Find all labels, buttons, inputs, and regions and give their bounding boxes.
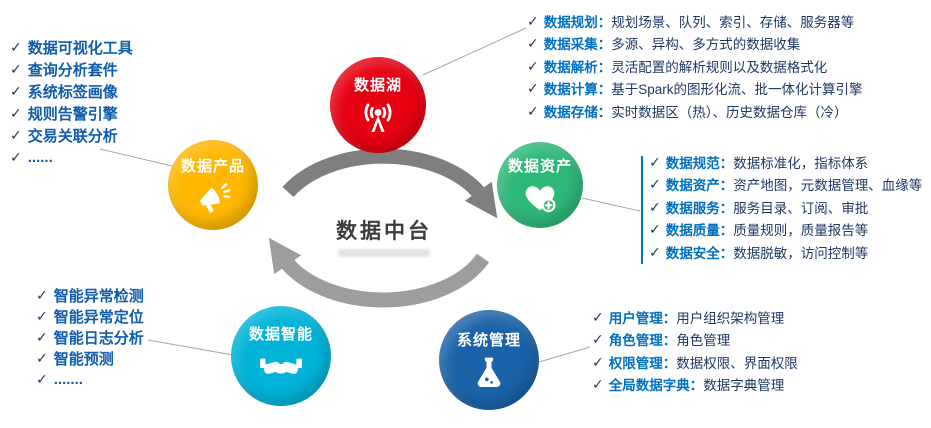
- detail-item: ✓数据服务：服务目录、订阅、审批: [649, 198, 869, 216]
- check-icon: ✓: [649, 221, 661, 238]
- detail-item: ✓数据规划：规划场景、队列、索引、存储、服务器等: [527, 12, 855, 30]
- detail-item: ✓数据存储：实时数据区（热）、历史数据仓库（冷）: [527, 102, 848, 120]
- check-icon: ✓: [10, 126, 22, 143]
- colon: ：: [662, 333, 677, 349]
- data-product-feature-list: ✓数据可视化工具 ✓查询分析套件 ✓系统标签画像 ✓规则告警引擎 ✓交易关联分析…: [10, 36, 133, 168]
- check-icon: ✓: [592, 308, 604, 325]
- check-icon: ✓: [10, 60, 22, 77]
- cycle-arrow-top: [282, 148, 498, 219]
- check-icon: ✓: [10, 82, 22, 99]
- feature-item: ✓系统标签画像: [10, 82, 118, 101]
- detail-item: ✓角色管理：角色管理: [592, 331, 731, 349]
- asset-list-bracket: [641, 156, 643, 264]
- detail-item: ✓全局数据字典：数据字典管理: [592, 376, 785, 394]
- heart-plus-icon: [525, 185, 556, 212]
- node-label: 系统管理: [456, 331, 521, 349]
- check-icon: ✓: [36, 308, 48, 324]
- detail-item: ✓数据采集：多源、异构、多方式的数据收集: [527, 35, 801, 53]
- data-asset-detail-list: ✓数据规范：数据标准化，指标体系 ✓数据资产：资产地图，元数据管理、血缘等 ✓数…: [649, 151, 922, 264]
- colon: ：: [597, 104, 612, 120]
- feature-item: ✓数据可视化工具: [10, 38, 133, 57]
- check-icon: ✓: [10, 148, 22, 165]
- detail-item: ✓数据解析：灵活配置的解析规则以及数据格式化: [527, 57, 828, 75]
- colon: ：: [597, 37, 612, 53]
- colon: ：: [662, 310, 677, 326]
- feature-item: ✓智能日志分析: [36, 329, 144, 347]
- detail-item: ✓数据计算：基于Spark的图形化流、批一体化计算引擎: [527, 80, 863, 98]
- colon: ：: [719, 223, 734, 239]
- colon: ：: [689, 378, 704, 394]
- detail-item: ✓用户管理：用户组织架构管理: [592, 308, 785, 326]
- check-icon: ✓: [36, 350, 48, 366]
- feature-item: ✓查询分析套件: [10, 60, 118, 79]
- system-management-detail-list: ✓用户管理：用户组织架构管理 ✓角色管理：角色管理 ✓权限管理：数据权限、界面权…: [592, 306, 798, 396]
- connector-line-lake: [422, 27, 527, 76]
- colon: ：: [719, 245, 734, 261]
- check-icon: ✓: [10, 104, 22, 121]
- connector-line-asset: [581, 197, 641, 212]
- check-icon: ✓: [36, 371, 48, 387]
- node-label: 数据产品: [180, 157, 245, 175]
- megaphone-icon: [199, 182, 231, 212]
- check-icon: ✓: [527, 57, 539, 74]
- colon: ：: [597, 59, 612, 75]
- detail-item: ✓数据规范：数据标准化，指标体系: [649, 153, 869, 171]
- colon: ：: [597, 82, 612, 98]
- check-icon: ✓: [649, 198, 661, 215]
- node-data-product: 数据产品: [168, 140, 258, 230]
- cycle-arrow-bottom: [268, 237, 490, 308]
- feature-item: ✓交易关联分析: [10, 126, 118, 145]
- feature-item: ✓规则告警引擎: [10, 104, 118, 123]
- center-title: 数据中台: [336, 220, 432, 243]
- node-data-lake: 数据湖: [330, 57, 426, 153]
- feature-item: ✓......: [10, 148, 53, 166]
- check-icon: ✓: [649, 243, 661, 260]
- check-icon: ✓: [527, 102, 539, 119]
- check-icon: ✓: [592, 353, 604, 370]
- flask-icon: [477, 357, 501, 387]
- node-data-asset: 数据资产: [497, 142, 583, 228]
- detail-item: ✓数据质量：质量规则，质量报告等: [649, 221, 869, 239]
- check-icon: ✓: [592, 331, 604, 348]
- handshake-icon: [260, 357, 302, 374]
- check-icon: ✓: [527, 35, 539, 52]
- detail-item: ✓权限管理：数据权限、界面权限: [592, 353, 798, 371]
- feature-item: ✓智能异常检测: [36, 287, 144, 305]
- detail-item: ✓数据资产：资产地图，元数据管理、血缘等: [649, 176, 923, 194]
- colon: ：: [597, 14, 612, 30]
- check-icon: ✓: [592, 376, 604, 393]
- colon: ：: [719, 155, 734, 171]
- watermark: [338, 249, 430, 257]
- colon: ：: [719, 178, 734, 194]
- check-icon: ✓: [649, 153, 661, 170]
- node-data-intelligence: 数据智能: [231, 306, 331, 406]
- detail-item: ✓数据安全：数据脱敏，访问控制等: [649, 243, 869, 261]
- check-icon: ✓: [527, 80, 539, 97]
- feature-item: ✓智能预测: [36, 350, 114, 368]
- colon: ：: [719, 200, 734, 216]
- node-system-management: 系统管理: [439, 310, 539, 410]
- data-lake-detail-list: ✓数据规划：规划场景、队列、索引、存储、服务器等 ✓数据采集：多源、异构、多方式…: [527, 10, 863, 123]
- node-label: 数据智能: [248, 325, 313, 343]
- data-intelligence-feature-list: ✓智能异常检测 ✓智能异常定位 ✓智能日志分析 ✓智能预测 ✓.......: [36, 285, 144, 390]
- node-label: 数据湖: [353, 76, 402, 94]
- check-icon: ✓: [527, 12, 539, 29]
- check-icon: ✓: [10, 38, 22, 55]
- broadcast-antenna-icon: [364, 103, 392, 132]
- colon: ：: [662, 355, 677, 371]
- feature-item: ✓.......: [36, 371, 83, 388]
- check-icon: ✓: [649, 176, 661, 193]
- connector-line-system: [538, 346, 591, 363]
- node-label: 数据资产: [507, 157, 572, 175]
- feature-item: ✓智能异常定位: [36, 308, 144, 326]
- check-icon: ✓: [36, 287, 48, 303]
- check-icon: ✓: [36, 329, 48, 345]
- connector-line-intelligence: [147, 339, 234, 356]
